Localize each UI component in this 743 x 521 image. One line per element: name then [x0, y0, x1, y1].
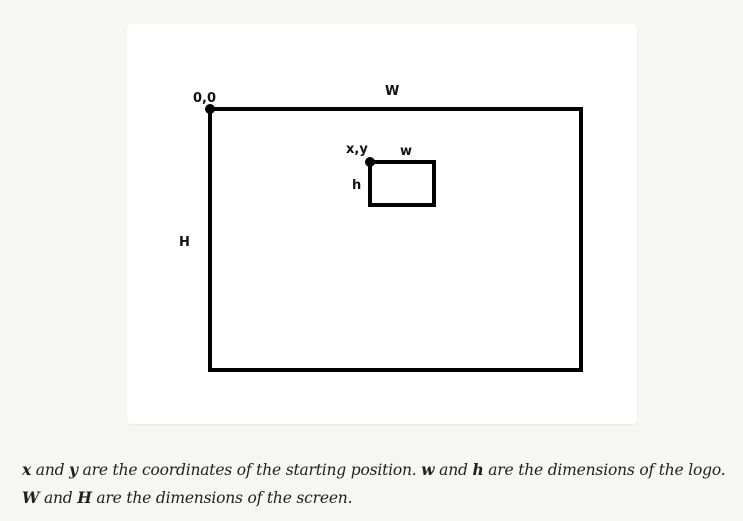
caption-and: and: [39, 489, 78, 507]
caption-H: H: [77, 488, 92, 507]
caption-y: y: [69, 460, 78, 479]
caption-and: and: [434, 461, 473, 479]
logo-width-label: w: [400, 144, 412, 159]
screen-width-label: W: [385, 84, 399, 99]
caption-W: W: [22, 488, 40, 507]
position-dot: [365, 157, 375, 167]
caption-line-1: x and y are the coordinates of the start…: [22, 456, 738, 484]
caption-text: are the dimensions of the logo.: [483, 461, 726, 479]
screen-height-label: H: [179, 235, 190, 250]
caption-w: w: [421, 460, 435, 479]
logo-rect: [368, 160, 436, 207]
caption: x and y are the coordinates of the start…: [22, 456, 738, 512]
origin-dot: [205, 104, 215, 114]
screen-rect: [208, 107, 583, 372]
logo-height-label: h: [352, 178, 361, 193]
caption-and: and: [31, 461, 70, 479]
caption-line-2: W and H are the dimensions of the screen…: [22, 484, 738, 512]
caption-x: x: [22, 460, 32, 479]
caption-text: are the dimensions of the screen.: [91, 489, 353, 507]
origin-label: 0,0: [193, 91, 216, 106]
position-label: x,y: [346, 142, 368, 157]
caption-text: are the coordinates of the starting posi…: [77, 461, 422, 479]
caption-h: h: [472, 460, 484, 479]
